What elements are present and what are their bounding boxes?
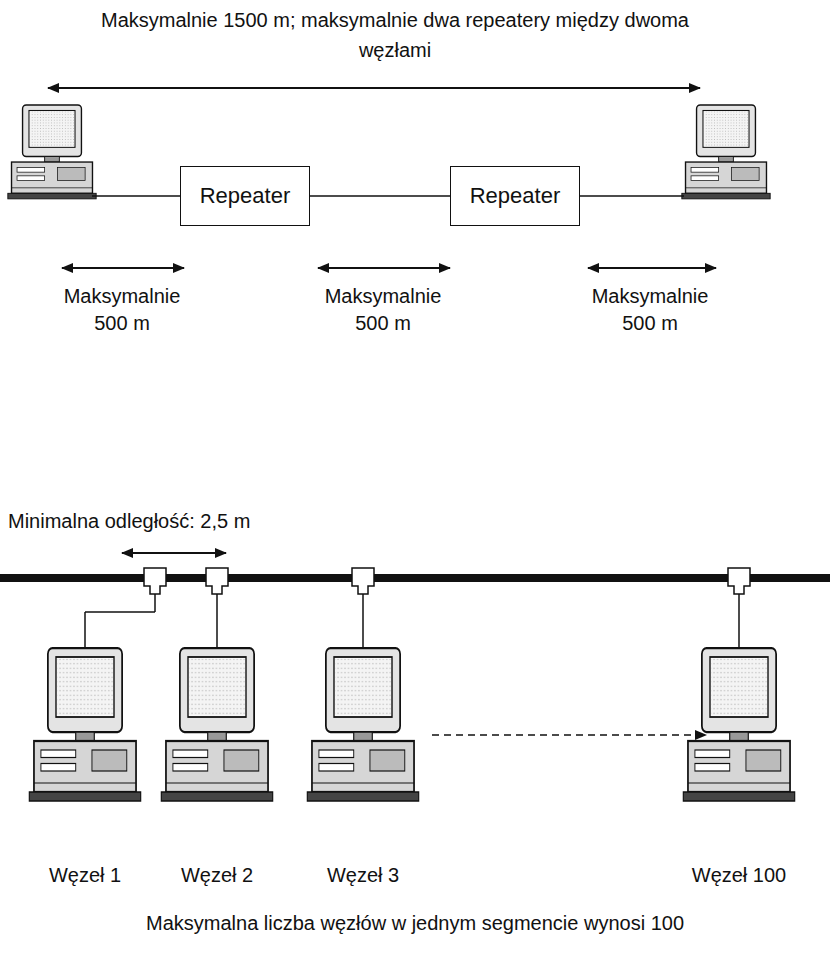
node-label: Węzeł 2 [152,862,282,889]
repeater-box: Repeater [450,166,580,226]
computer-icon [683,648,794,801]
continuation-arrow [432,734,706,736]
repeater-box: Repeater [180,166,310,226]
length-label: Maksymalnie 500 m [57,283,187,337]
drop-cables [85,594,739,648]
node-text: Repeater [200,183,291,209]
length-label: Maksymalnie 500 m [585,283,715,337]
node-label: Węzeł 100 [674,862,804,889]
length-arrow [588,267,716,269]
caption: Maksymalna liczba węzłów w jednym segmen… [15,910,815,937]
span-note: Maksymalnie 1500 m; maksymalnie dwa repe… [95,5,695,65]
distance-arrow [122,552,226,554]
length-arrow [318,267,450,269]
computer-icon [29,648,140,801]
distance-label: Minimalna odległość: 2,5 m [8,508,308,535]
bus-cable [0,574,830,582]
span-arrow [48,87,700,89]
length-label: Maksymalnie 500 m [318,283,448,337]
computer-icon [307,648,418,801]
t-connectors [144,568,750,594]
computer-icon [682,105,770,199]
length-arrow [62,267,184,269]
node-label: Węzeł 1 [20,862,150,889]
computer-icon [8,105,96,199]
node-label: Węzeł 3 [298,862,428,889]
cable [92,195,180,197]
computer-icon [161,648,272,801]
node-text: Repeater [470,183,561,209]
cable [310,195,450,197]
cable [580,195,684,197]
